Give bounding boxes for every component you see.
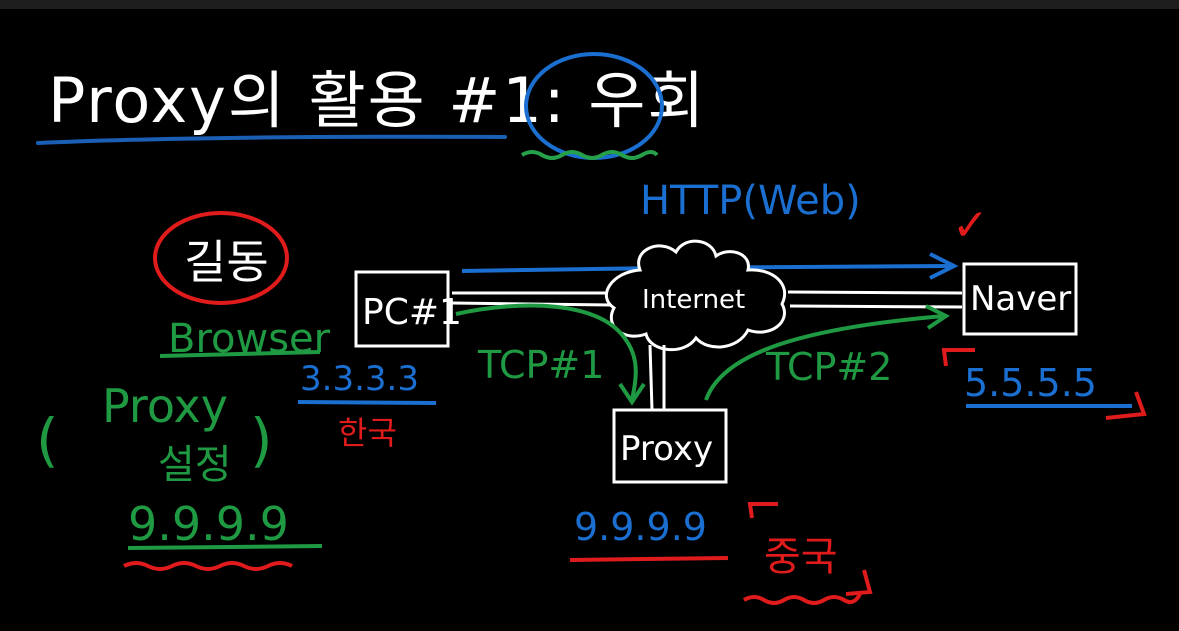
user-circle: [153, 211, 289, 305]
proxy-setting-open-paren: (: [36, 406, 59, 474]
window-top-bar: [0, 0, 1179, 9]
http-label: HTTP(Web): [640, 178, 861, 224]
proxy-setting-close-paren: ): [250, 406, 273, 474]
pc-node: PC#1: [354, 270, 462, 348]
tcp1-label: TCP#1: [477, 343, 604, 387]
tcp2-arrow-head: [925, 304, 950, 330]
tcp2-arrow: [704, 314, 945, 401]
internet-naver-link-bottom: [789, 304, 963, 309]
proxy-ip: 9.9.9.9: [574, 505, 707, 549]
internet-label: Internet: [642, 285, 745, 315]
proxy-bracket-right: [845, 569, 873, 596]
pc-box: [354, 270, 450, 348]
naver-ip: 5.5.5.5: [964, 361, 1097, 405]
naver-bracket-left: [941, 348, 975, 367]
pc-ip: 3.3.3.3: [300, 359, 419, 399]
proxy-country: 중국: [764, 534, 838, 580]
naver-box: [962, 262, 1078, 336]
title-underline: [36, 134, 507, 145]
proxy-setting-ip-squiggle: [123, 561, 293, 571]
proxy-ip-underline: [569, 556, 729, 562]
proxy-setting-ip: 9.9.9.9: [128, 497, 289, 551]
proxy-node: Proxy: [612, 408, 728, 484]
title-squiggle: [520, 150, 659, 160]
proxy-setting-value: 설정: [158, 442, 232, 488]
title-group: Proxy의 활용 #1: 우회: [36, 52, 706, 160]
proxy-bracket-left: [747, 502, 778, 519]
pc-label: PC#1: [362, 292, 462, 333]
internet-naver-link-top: [787, 290, 963, 295]
naver-label: Naver: [970, 279, 1071, 319]
http-arrow-head: [929, 252, 959, 280]
internet-proxy-link: [648, 344, 666, 411]
page-title: Proxy의 활용 #1: 우회: [48, 64, 706, 137]
pc-country: 한국: [338, 414, 397, 452]
pc-ip-underline: [297, 400, 437, 405]
naver-bracket-right: [1105, 391, 1147, 420]
tcp1-arrow: [455, 303, 638, 401]
tcp2-label: TCP#2: [765, 345, 892, 389]
check-mark: ✓: [952, 200, 989, 251]
proxy-setting-label: Proxy: [102, 379, 228, 433]
proxy-label: Proxy: [620, 429, 713, 469]
proxy-box: [612, 408, 728, 484]
proxy-setting-ip-underline: [127, 544, 323, 550]
proxy-country-squiggle: [742, 593, 862, 605]
tcp1-arrow-head: [618, 382, 646, 406]
naver-node: Naver: [962, 262, 1078, 336]
browser-underline: [159, 350, 321, 358]
internet-node: Internet: [605, 239, 787, 352]
user-label: 길동: [184, 235, 269, 289]
